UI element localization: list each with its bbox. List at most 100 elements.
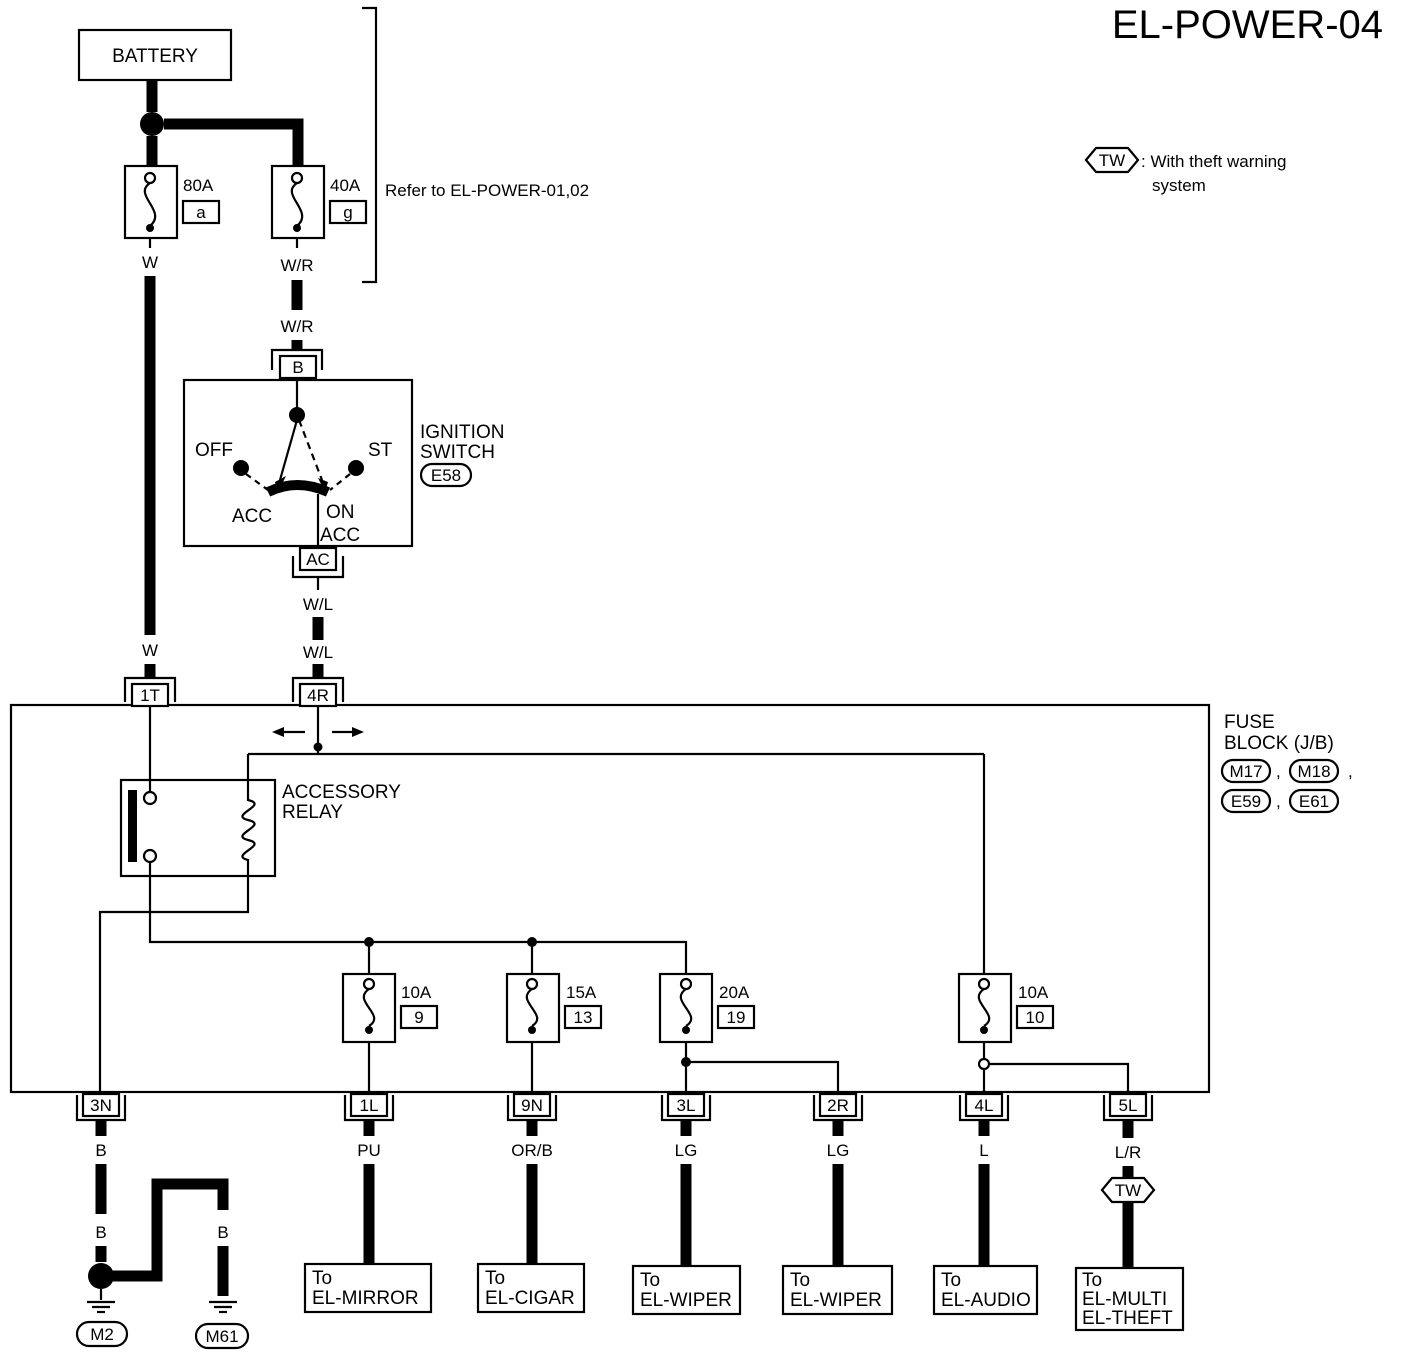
dest-el-wiper-2-to: To [790, 1270, 810, 1291]
fuse-block-title-1: FUSE [1224, 712, 1275, 733]
dest-el-cigar-name: EL-CIGAR [485, 1288, 575, 1309]
accessory-relay: ACCESSORY RELAY [119, 778, 401, 878]
terminal-1t: 1T [123, 676, 177, 708]
dest-el-audio-name: EL-AUDIO [941, 1290, 1031, 1311]
terminal-3l: 3L [660, 1092, 712, 1122]
dest-el-wiper-1-name: EL-WIPER [640, 1290, 732, 1311]
fuse-block-outline [9, 703, 1211, 1094]
fuse-13-num: 13 [574, 1008, 593, 1027]
fuse-13-amp: 15A [566, 983, 597, 1002]
terminal-5l: 5L [1102, 1092, 1154, 1122]
fuse-block-connector-m17: M17 [1229, 762, 1262, 781]
wire-b-ground-2: B [151, 1223, 162, 1242]
tw-legend-symbol [1084, 146, 1140, 174]
dest-el-cigar: To EL-CIGAR [476, 1262, 586, 1314]
wire-wr-upper: W/R [280, 256, 313, 275]
terminal-3n: 3N [75, 1092, 127, 1122]
ground-m2: M2 [90, 1325, 114, 1344]
ignition-connector-box [419, 462, 473, 488]
fusible-link-40a-code: g [343, 203, 352, 222]
dest-el-wiper-1: To EL-WIPER [631, 1264, 742, 1316]
ignition-pos-acc: ACC [232, 506, 272, 527]
terminal-2r: 2R [812, 1092, 864, 1122]
dest-el-audio-to: To [941, 1270, 961, 1291]
wire-3n: B [95, 1141, 106, 1160]
ignition-pos-off: OFF [195, 440, 233, 461]
wire-b-ground-3: B [217, 1223, 228, 1242]
terminal-4r-label: 4R [307, 686, 329, 705]
wire-2r: LG [827, 1141, 850, 1160]
wire-b-ground-1: B [95, 1223, 106, 1242]
ignition-pos-st: ST [368, 440, 393, 461]
fuse-10: 10A 10 [957, 972, 1055, 1044]
ground-m2-box [75, 1320, 129, 1348]
ignition-common-contact [289, 407, 305, 423]
refer-note: Refer to EL-POWER-01,02 [385, 181, 589, 200]
terminal-b: B [292, 358, 303, 377]
terminal-9n: 9N [506, 1092, 558, 1122]
relay-label-1: ACCESSORY [282, 782, 401, 803]
tw-marker-5l [1100, 1176, 1156, 1204]
dest-el-cigar-to: To [485, 1268, 505, 1289]
sep-2: , [1348, 762, 1353, 781]
tw-legend-text-1: : With theft warning [1141, 152, 1287, 171]
dest-el-wiper-2-name: EL-WIPER [790, 1290, 882, 1311]
battery-label: BATTERY [112, 46, 198, 67]
terminal-ac: AC [306, 550, 330, 569]
dest-el-multi-theft: To EL-MULTI EL-THEFT [1074, 1266, 1185, 1332]
ground-section: B B M2 M61 [75, 1178, 250, 1350]
ignition-title-1: IGNITION [420, 422, 504, 443]
terminal-1l-label: 1L [360, 1096, 379, 1115]
fuse-19-amp: 20A [719, 983, 750, 1002]
wire-4l: L [979, 1141, 988, 1160]
wire-wl-lower: W/L [303, 643, 333, 662]
dest-el-mirror: To EL-MIRROR [303, 1262, 433, 1314]
ignition-connector: E58 [431, 466, 461, 485]
sep-1: , [1276, 762, 1281, 781]
battery-box [77, 28, 233, 82]
ground-splice [88, 1263, 114, 1289]
terminal-1t-label: 1T [140, 686, 160, 705]
wire-wr-lower: W/R [280, 317, 313, 336]
fuse-10-amp: 10A [1018, 983, 1049, 1002]
fuse-13: 15A 13 [505, 972, 603, 1044]
terminal-3n-label: 3N [90, 1096, 112, 1115]
dest-el-mirror-to: To [312, 1268, 332, 1289]
connector-b-bracket [270, 348, 324, 370]
dest-el-mirror-name: EL-MIRROR [312, 1288, 419, 1309]
fuse-block-connector-e59: E59 [1231, 792, 1261, 811]
fusible-link-80a: 80A a [123, 164, 221, 240]
fuse-block-connector-m18: M18 [1297, 762, 1330, 781]
terminal-4r: 4R [291, 676, 345, 708]
ignition-pos-on: ON [326, 502, 355, 523]
tw-legend: TW : With theft warning system [1084, 146, 1287, 195]
wire-w-upper: W [142, 253, 158, 272]
dest-el-wiper-1-to: To [640, 1270, 660, 1291]
wire-w-lower: W [142, 641, 158, 660]
sep-3: , [1276, 792, 1281, 811]
diagram-title: EL-POWER-04 [1112, 3, 1383, 47]
terminal-5l-label: 5L [1119, 1096, 1138, 1115]
relay-label-2: RELAY [282, 802, 343, 823]
terminal-ac-box [298, 546, 338, 572]
fuse-10-num: 10 [1026, 1008, 1045, 1027]
fuse-9: 10A 9 [341, 972, 439, 1044]
ignition-acc-on-bar [265, 480, 331, 497]
wire-wl-upper: W/L [303, 595, 333, 614]
wire-5l: L/R [1115, 1143, 1141, 1162]
fuse-19-num: 19 [727, 1008, 746, 1027]
tw-legend-code: TW [1099, 151, 1125, 170]
battery-splice [140, 112, 164, 136]
ignition-pos-acc-on: ACC [320, 525, 360, 546]
ignition-st-contact [348, 460, 364, 476]
wire-9n: OR/B [511, 1141, 553, 1160]
ignition-switch: B OFF ST ACC ON ACC IGNITION SWITCH E58 … [182, 348, 504, 579]
fuse-block-connector-e61: E61 [1299, 792, 1329, 811]
fusible-link-80a-amp: 80A [183, 176, 214, 195]
fuse-block-title-2: BLOCK (J/B) [1224, 733, 1334, 754]
terminal-1l: 1L [343, 1092, 395, 1122]
terminal-4l: 4L [958, 1092, 1010, 1122]
fusible-link-40a-code-box [328, 199, 368, 225]
ground-m61-box [194, 1322, 250, 1350]
